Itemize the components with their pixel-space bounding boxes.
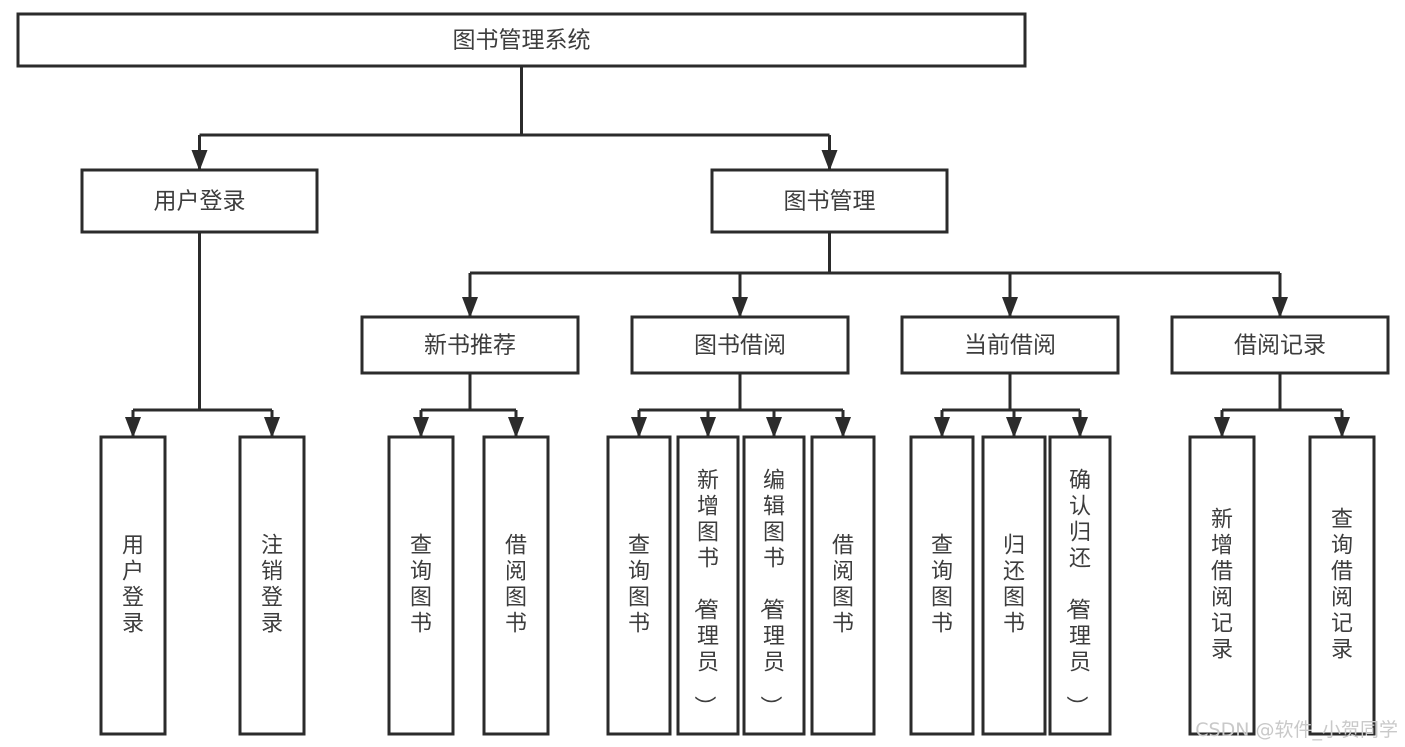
leaf-add-book[interactable]: 新增图书（管理员） [676, 435, 740, 736]
node-box-book-manage [710, 168, 949, 234]
node-book-manage[interactable]: 图书管理 [710, 168, 949, 234]
leaf-add-record-label: 新增借阅记录 [1211, 508, 1233, 663]
node-user-login[interactable]: 用户登录 [80, 168, 319, 234]
arrow-head-icon [508, 417, 524, 438]
leaf-return-book-box [981, 435, 1047, 736]
edge-group-user-login [125, 232, 280, 438]
arrow-head-icon [700, 417, 716, 438]
node-label-current-borrow: 当前借阅 [964, 333, 1056, 359]
leaf-borrow-book-2[interactable]: 借阅图书 [810, 435, 876, 736]
leaf-borrow-book-2-label: 借阅图书 [832, 534, 854, 637]
leaf-borrow-book-2-box [810, 435, 876, 736]
node-box-borrow-record [1170, 315, 1390, 375]
node-box-book-borrow [630, 315, 850, 375]
arrow-head-icon [264, 417, 280, 438]
leaf-query-book-1-label: 查询图书 [410, 534, 432, 637]
node-box-user-login [80, 168, 319, 234]
leaf-borrow-book-1[interactable]: 借阅图书 [482, 435, 550, 736]
node-label-user-login: 用户登录 [154, 189, 246, 215]
leaf-query-book-3[interactable]: 查询图书 [909, 435, 975, 736]
leaves-layer: 用户登录 注销登录 查询图书 借阅图书 查询图书 新增图书（管理员） 编辑图书（管理员） 借阅… [99, 435, 1376, 736]
arrow-head-icon [732, 297, 748, 318]
arrow-head-icon [1072, 417, 1088, 438]
node-box-new-book-rec [360, 315, 580, 375]
leaf-edit-book-label: 编辑图书（管理员） [757, 469, 785, 718]
arrow-head-icon [934, 417, 950, 438]
leaf-query-book-1[interactable]: 查询图书 [387, 435, 455, 736]
leaf-add-record-box [1188, 435, 1256, 736]
leaf-query-book-2-label: 查询图书 [628, 534, 650, 637]
arrow-head-icon [413, 417, 429, 438]
edge-group-borrow-record [1214, 373, 1350, 438]
leaf-borrow-book-1-box [482, 435, 550, 736]
leaf-query-record-box [1308, 435, 1376, 736]
node-label-borrow-record: 借阅记录 [1234, 333, 1326, 359]
leaf-user-login-label: 用户登录 [122, 534, 144, 637]
arrow-head-icon [835, 417, 851, 438]
arrow-head-icon [462, 297, 478, 318]
leaf-logout[interactable]: 注销登录 [238, 435, 306, 736]
arrow-head-icon [1334, 417, 1350, 438]
leaf-query-book-2-box [606, 435, 672, 736]
leaf-logout-label: 注销登录 [261, 534, 283, 637]
arrow-head-icon [1002, 297, 1018, 318]
leaf-edit-book[interactable]: 编辑图书（管理员） [742, 435, 806, 736]
node-book-borrow[interactable]: 图书借阅 [630, 315, 850, 375]
arrow-head-icon [1214, 417, 1230, 438]
edge-group-book-manage [462, 232, 1288, 318]
leaf-user-login[interactable]: 用户登录 [99, 435, 167, 736]
leaf-user-login-box [99, 435, 167, 736]
leaf-query-book-3-label: 查询图书 [931, 534, 953, 637]
node-label-new-book-rec: 新书推荐 [424, 333, 516, 359]
leaf-logout-box [238, 435, 306, 736]
node-label-root: 图书管理系统 [453, 28, 591, 54]
arrow-head-icon [821, 150, 838, 171]
arrow-head-icon [1272, 297, 1288, 318]
csdn-watermark: CSDN @软件_小贺同学 [1195, 719, 1398, 741]
node-new-book-rec[interactable]: 新书推荐 [360, 315, 580, 375]
edge-group-new-book-rec [413, 373, 524, 438]
leaf-return-book[interactable]: 归还图书 [981, 435, 1047, 736]
leaf-return-book-label: 归还图书 [1003, 534, 1025, 637]
node-label-book-manage: 图书管理 [784, 189, 876, 215]
leaf-confirm-return[interactable]: 确认归还（管理员） [1048, 435, 1112, 736]
node-label-book-borrow: 图书借阅 [694, 333, 786, 359]
leaf-query-book-3-box [909, 435, 975, 736]
arrow-head-icon [191, 150, 208, 171]
leaf-add-book-box [676, 435, 740, 736]
leaf-edit-book-box [742, 435, 806, 736]
leaf-query-record[interactable]: 查询借阅记录 [1308, 435, 1376, 736]
arrow-head-icon [125, 417, 141, 438]
leaf-query-book-2[interactable]: 查询图书 [606, 435, 672, 736]
leaf-query-record-label: 查询借阅记录 [1331, 508, 1353, 663]
edge-group-current-borrow [934, 373, 1088, 438]
edge-group-book-borrow [631, 373, 851, 438]
arrow-head-icon [631, 417, 647, 438]
leaf-query-book-1-box [387, 435, 455, 736]
node-box-current-borrow [900, 315, 1120, 375]
leaf-confirm-return-box [1048, 435, 1112, 736]
leaf-borrow-book-1-label: 借阅图书 [505, 534, 527, 637]
node-root[interactable]: 图书管理系统 [16, 12, 1027, 68]
leaf-add-record[interactable]: 新增借阅记录 [1188, 435, 1256, 736]
leaf-add-book-label: 新增图书（管理员） [691, 469, 719, 718]
arrow-head-icon [1006, 417, 1022, 438]
arrow-head-icon [766, 417, 782, 438]
leaf-confirm-return-label: 确认归还（管理员） [1063, 469, 1091, 718]
node-current-borrow[interactable]: 当前借阅 [900, 315, 1120, 375]
node-borrow-record[interactable]: 借阅记录 [1170, 315, 1390, 375]
node-box-root [16, 12, 1027, 68]
edges-layer [125, 66, 1350, 438]
edge-group-root [191, 66, 838, 171]
